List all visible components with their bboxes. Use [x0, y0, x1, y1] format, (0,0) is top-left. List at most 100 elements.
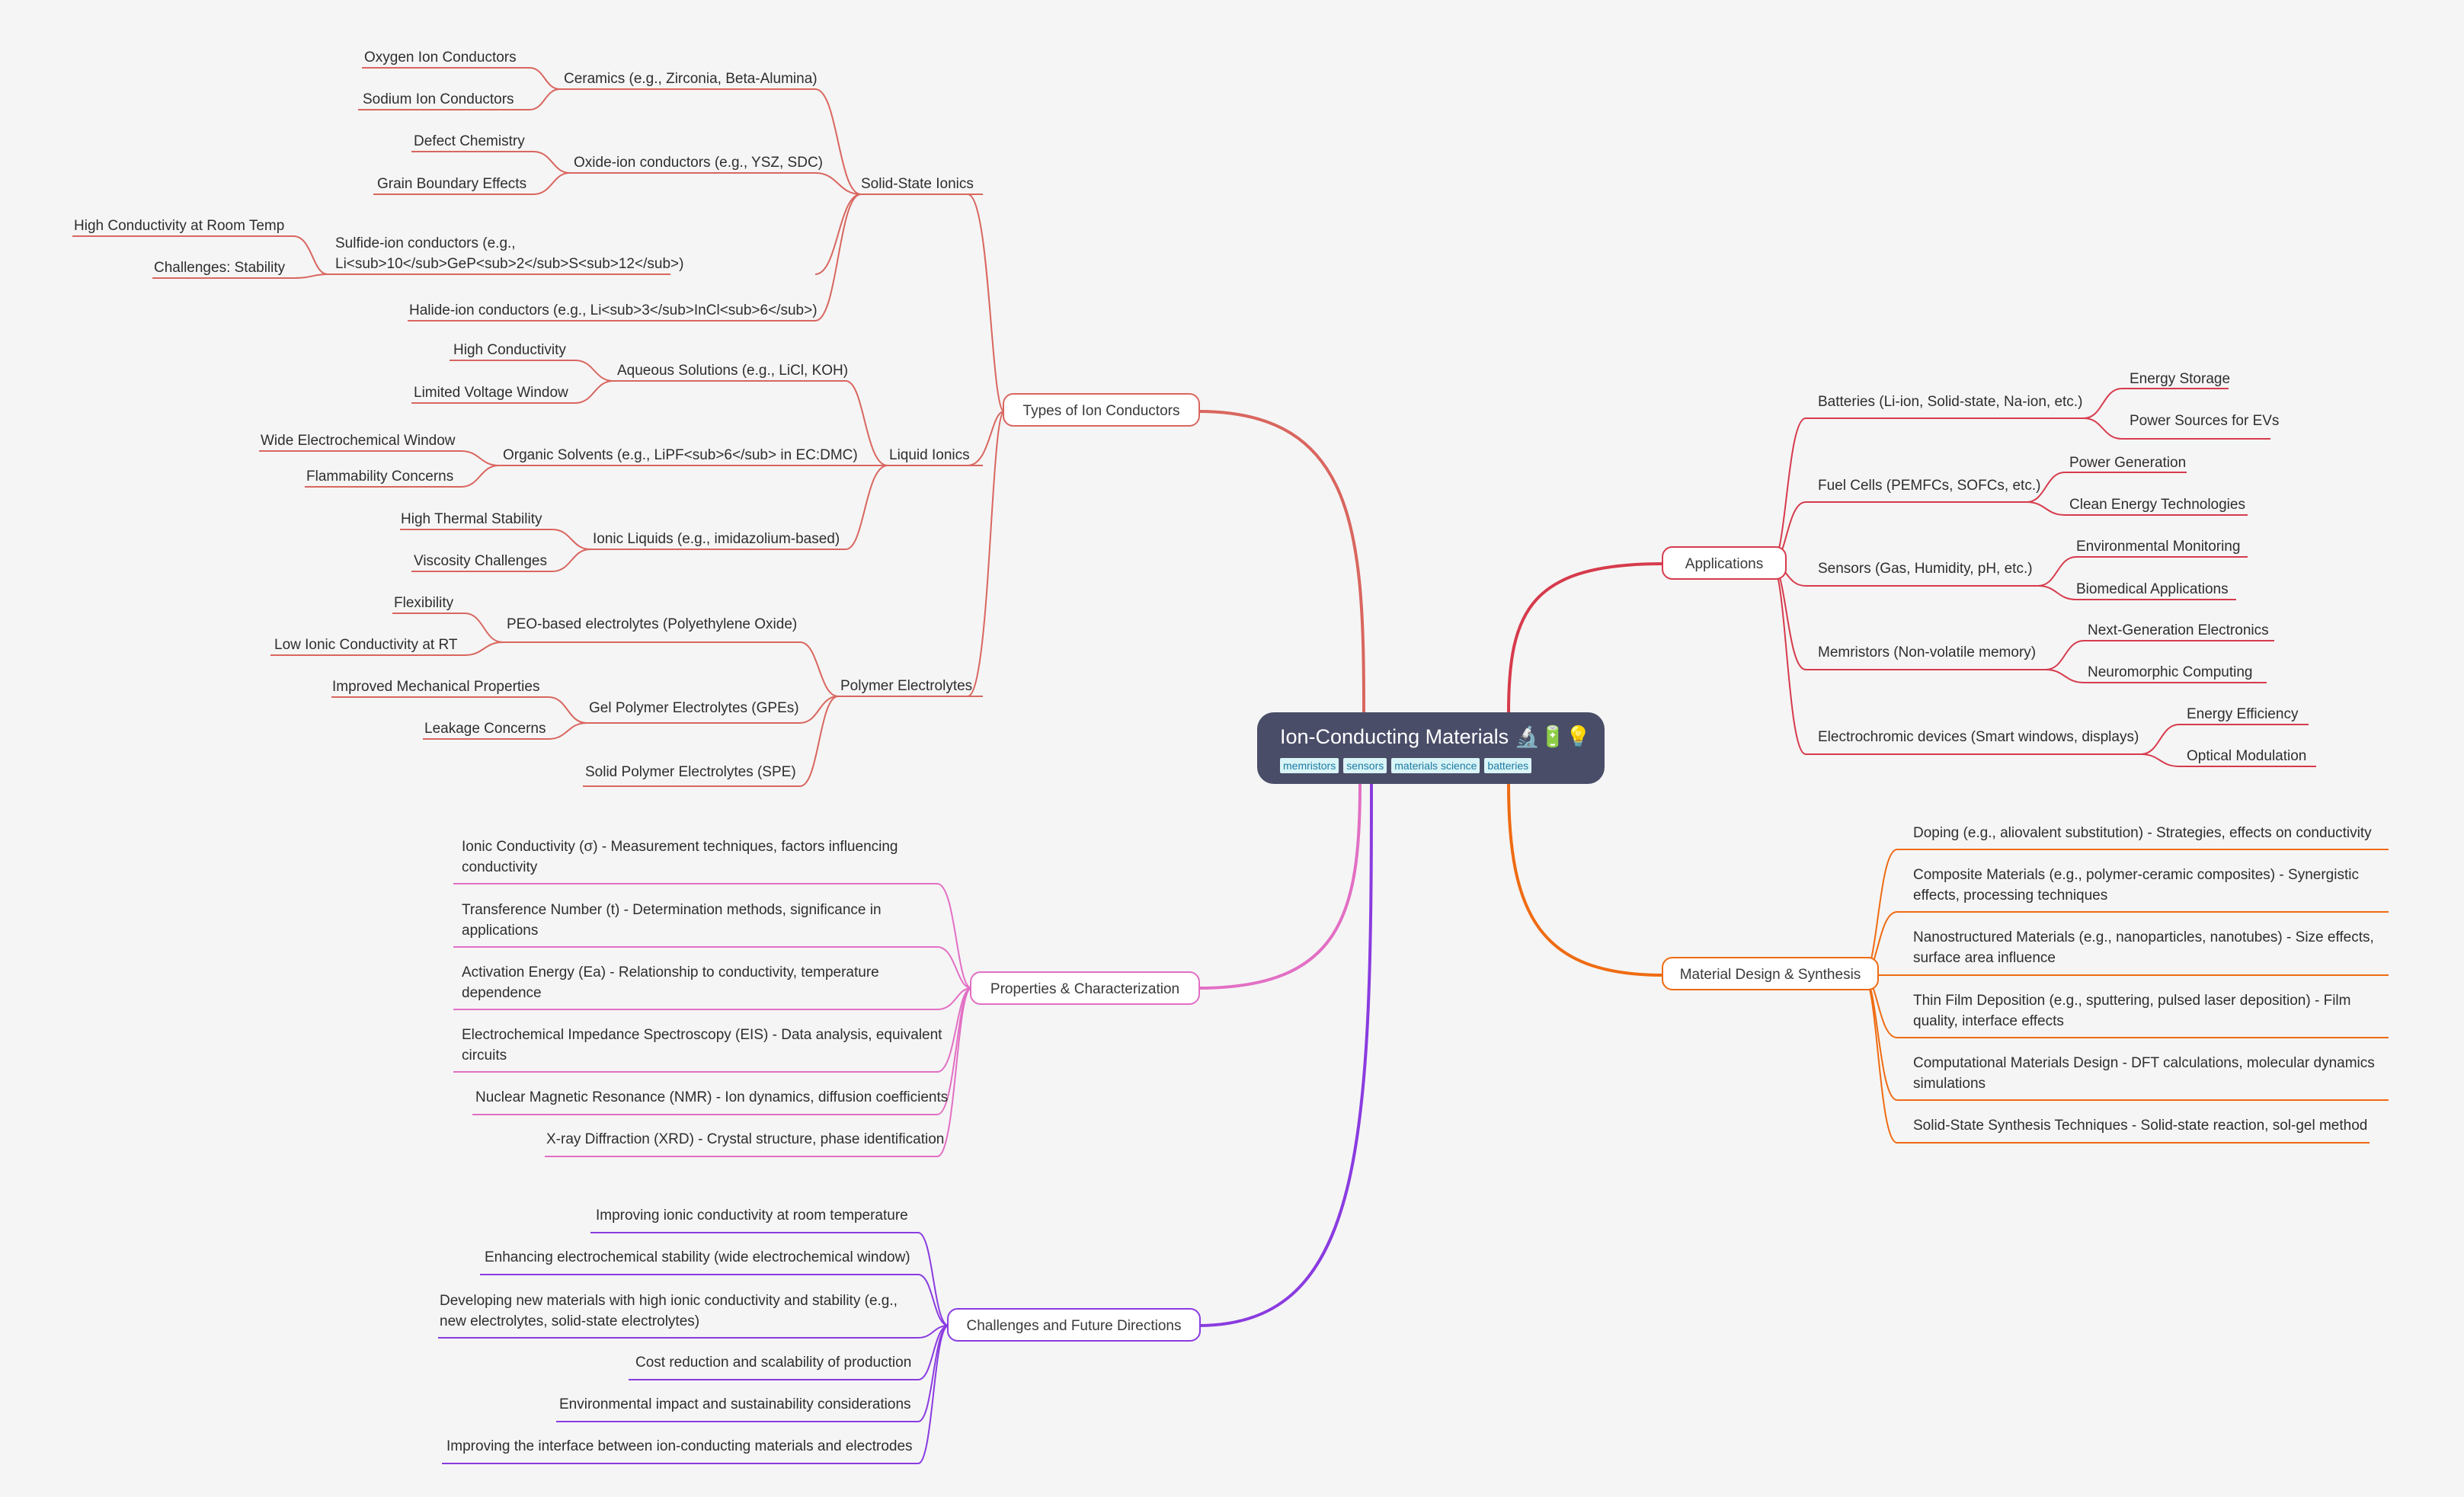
node-optical[interactable]: Optical Modulation [2187, 748, 2307, 764]
node-grain[interactable]: Grain Boundary Effects [377, 176, 527, 192]
node-thermal[interactable]: High Thermal Stability [401, 511, 542, 527]
node-flexibility[interactable]: Flexibility [394, 595, 454, 611]
branch-types[interactable]: Types of Ion Conductors [1003, 393, 1200, 427]
node-nanostructured[interactable]: Nanostructured Materials (e.g., nanopart… [1913, 927, 2374, 968]
node-eis[interactable]: Electrochemical Impedance Spectroscopy (… [462, 1025, 942, 1066]
node-challenge-3-line2: new electrolytes, solid-state electrolyt… [440, 1313, 700, 1329]
node-neuromorphic[interactable]: Neuromorphic Computing [2088, 664, 2253, 680]
node-thin-line2: quality, interface effects [1913, 1013, 2064, 1029]
node-ionic-liquids[interactable]: Ionic Liquids (e.g., imidazolium-based) [593, 531, 840, 547]
node-transference-line2: applications [462, 923, 539, 939]
node-ionic-conductivity[interactable]: Ionic Conductivity (σ) - Measurement tec… [462, 836, 898, 878]
node-challenge-4[interactable]: Cost reduction and scalability of produc… [635, 1355, 912, 1371]
node-computational[interactable]: Computational Materials Design - DFT cal… [1913, 1053, 2375, 1094]
node-sulfide[interactable]: Sulfide-ion conductors (e.g., Li<sub>10</… [335, 233, 683, 274]
node-memristors[interactable]: Memristors (Non-volatile memory) [1818, 645, 2037, 661]
node-doping[interactable]: Doping (e.g., aliovalent substitution) -… [1913, 825, 2372, 841]
node-high-cond[interactable]: High Conductivity [453, 342, 566, 358]
node-oxygen-ion[interactable]: Oxygen Ion Conductors [364, 50, 517, 66]
node-electrochromic[interactable]: Electrochromic devices (Smart windows, d… [1818, 729, 2139, 745]
node-stability[interactable]: Challenges: Stability [154, 260, 286, 276]
node-fuel-cells[interactable]: Fuel Cells (PEMFCs, SOFCs, etc.) [1818, 478, 2041, 494]
node-challenge-5[interactable]: Environmental impact and sustainability … [559, 1396, 911, 1412]
node-high-cond-rt[interactable]: High Conductivity at Room Temp [74, 218, 285, 234]
node-solid-synth[interactable]: Solid-State Synthesis Techniques - Solid… [1913, 1118, 2368, 1134]
root-tags: memristors sensors materials science batter… [1280, 758, 1605, 773]
node-composite-line1: Composite Materials (e.g., polymer-ceram… [1913, 867, 2359, 883]
node-biomedical[interactable]: Biomedical Applications [2076, 581, 2229, 597]
node-activation-line1: Activation Energy (Ea) - Relationship to… [462, 964, 879, 980]
node-ionic-line1: Ionic Conductivity (σ) - Measurement tec… [462, 839, 898, 855]
node-transference[interactable]: Transference Number (t) - Determination … [462, 900, 882, 941]
node-power-gen[interactable]: Power Generation [2069, 455, 2187, 471]
edge-ceramics-oxygen [529, 67, 561, 90]
tag-materials-science[interactable]: materials science [1391, 758, 1480, 773]
node-sulfide-line2: Li<sub>10</sub>GeP<sub>2</sub>S<sub>12</… [335, 256, 684, 272]
node-thin-film[interactable]: Thin Film Deposition (e.g., sputtering, … [1913, 990, 2350, 1032]
root-title: Ion-Conducting Materials 🔬🔋💡 [1280, 725, 1592, 748]
node-challenge-6[interactable]: Improving the interface between ion-cond… [446, 1438, 913, 1454]
node-organic[interactable]: Organic Solvents (e.g., LiPF<sub>6</sub>… [503, 447, 858, 463]
node-flammability[interactable]: Flammability Concerns [306, 469, 454, 485]
branch-challenges[interactable]: Challenges and Future Directions [947, 1308, 1201, 1342]
edge-solid-ceramics [814, 88, 862, 195]
node-aqueous[interactable]: Aqueous Solutions (e.g., LiCl, KOH) [617, 363, 849, 379]
node-activation[interactable]: Activation Energy (Ea) - Relationship to… [462, 962, 879, 1003]
node-challenge-1[interactable]: Improving ionic conductivity at room tem… [596, 1208, 908, 1224]
node-sodium-ion[interactable]: Sodium Ion Conductors [363, 91, 514, 107]
root-node[interactable]: Ion-Conducting Materials 🔬🔋💡 memristors s… [1257, 712, 1605, 784]
node-thin-line1: Thin Film Deposition (e.g., sputtering, … [1913, 993, 2351, 1009]
branch-applications[interactable]: Applications [1662, 546, 1787, 580]
node-xrd[interactable]: X-ray Diffraction (XRD) - Crystal struct… [546, 1131, 945, 1147]
node-mechanical[interactable]: Improved Mechanical Properties [332, 679, 540, 695]
node-next-gen[interactable]: Next-Generation Electronics [2088, 622, 2269, 638]
edge-root-design [1507, 783, 1664, 977]
tag-memristors[interactable]: memristors [1280, 758, 1339, 773]
node-transference-line1: Transference Number (t) - Determination … [462, 902, 882, 918]
node-spe[interactable]: Solid Polymer Electrolytes (SPE) [585, 764, 796, 780]
node-liquid-ionics[interactable]: Liquid Ionics [889, 447, 970, 463]
node-env-monitoring[interactable]: Environmental Monitoring [2076, 539, 2241, 555]
node-leakage[interactable]: Leakage Concerns [424, 721, 546, 737]
edge-types-solidstate [967, 194, 1005, 412]
node-halide[interactable]: Halide-ion conductors (e.g., Li<sub>3</s… [409, 302, 818, 318]
node-sensors[interactable]: Sensors (Gas, Humidity, pH, etc.) [1818, 561, 2033, 577]
node-composite-line2: effects, processing techniques [1913, 888, 2108, 904]
node-power-ev[interactable]: Power Sources for EVs [2130, 413, 2280, 429]
node-nmr[interactable]: Nuclear Magnetic Resonance (NMR) - Ion d… [475, 1089, 949, 1105]
node-sulfide-line1: Sulfide-ion conductors (e.g., [335, 235, 516, 251]
edge-types-liquid [967, 411, 1005, 466]
node-viscosity[interactable]: Viscosity Challenges [414, 553, 547, 569]
node-challenge-3-line1: Developing new materials with high ionic… [440, 1293, 898, 1309]
node-solid-state[interactable]: Solid-State Ionics [861, 176, 974, 192]
tag-sensors[interactable]: sensors [1343, 758, 1387, 773]
node-energy-eff[interactable]: Energy Efficiency [2187, 706, 2299, 722]
node-challenge-3[interactable]: Developing new materials with high ionic… [440, 1291, 898, 1332]
node-batteries[interactable]: Batteries (Li-ion, Solid-state, Na-ion, … [1818, 394, 2083, 410]
node-challenge-2[interactable]: Enhancing electrochemical stability (wid… [485, 1249, 910, 1265]
node-nano-line2: surface area influence [1913, 950, 2056, 966]
branch-design[interactable]: Material Design & Synthesis [1662, 957, 1879, 990]
node-energy-storage[interactable]: Energy Storage [2130, 371, 2231, 387]
node-eis-line2: circuits [462, 1048, 507, 1064]
node-oxide-ion[interactable]: Oxide-ion conductors (e.g., YSZ, SDC) [574, 155, 823, 171]
node-ceramics[interactable]: Ceramics (e.g., Zirconia, Beta-Alumina) [564, 71, 818, 87]
node-peo[interactable]: PEO-based electrolytes (Polyethylene Oxi… [507, 616, 798, 632]
node-ionic-line2: conductivity [462, 859, 538, 875]
node-nano-line1: Nanostructured Materials (e.g., nanopart… [1913, 929, 2374, 945]
node-gel[interactable]: Gel Polymer Electrolytes (GPEs) [589, 700, 799, 716]
node-limited-voltage[interactable]: Limited Voltage Window [414, 385, 568, 401]
node-polymer[interactable]: Polymer Electrolytes [840, 678, 973, 694]
node-wide-window[interactable]: Wide Electrochemical Window [261, 433, 456, 449]
node-low-cond[interactable]: Low Ionic Conductivity at RT [274, 637, 458, 653]
node-composite[interactable]: Composite Materials (e.g., polymer-ceram… [1913, 865, 2359, 906]
branch-properties[interactable]: Properties & Characterization [970, 971, 1200, 1005]
node-defect[interactable]: Defect Chemistry [414, 133, 525, 149]
edge-solid-halide [814, 194, 862, 321]
node-clean-energy[interactable]: Clean Energy Technologies [2069, 497, 2245, 513]
edge-root-applications [1507, 562, 1664, 713]
tag-batteries[interactable]: batteries [1484, 758, 1532, 773]
edge-ceramics-sodium [529, 88, 561, 110]
